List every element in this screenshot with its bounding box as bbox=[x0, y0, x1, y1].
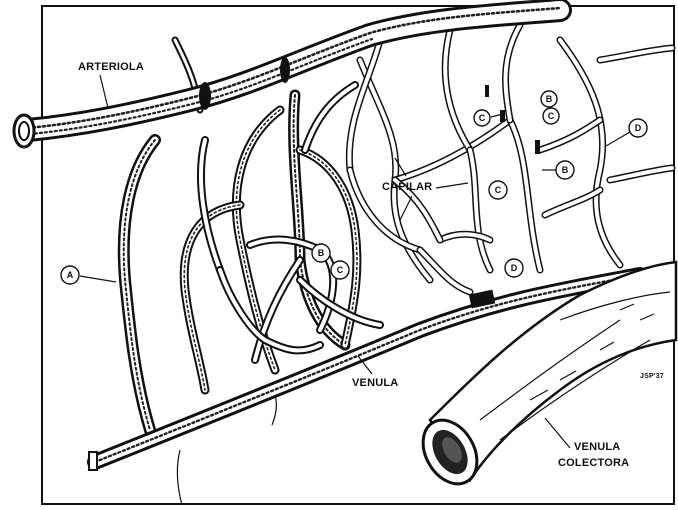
label-venula-colectora-line1: VENULA bbox=[574, 441, 620, 453]
arteriole-vessel bbox=[14, 8, 560, 147]
marker-c-top-left: C bbox=[474, 110, 503, 126]
marker-c-left: C bbox=[331, 261, 349, 279]
marker-b-middle: B bbox=[542, 161, 574, 179]
svg-text:B: B bbox=[318, 248, 325, 258]
loop-vessel-a bbox=[124, 140, 155, 430]
svg-text:B: B bbox=[562, 165, 569, 175]
marker-b-left: B bbox=[312, 244, 330, 262]
svg-text:C: C bbox=[337, 265, 344, 275]
label-arteriola: ARTERIOLA bbox=[78, 61, 144, 73]
svg-text:B: B bbox=[546, 94, 553, 104]
artist-signature: JSP'37 bbox=[640, 373, 664, 380]
svg-text:D: D bbox=[511, 263, 518, 273]
svg-text:C: C bbox=[479, 113, 486, 123]
label-venula-colectora-line2: COLECTORA bbox=[558, 457, 629, 469]
marker-d-bottom: D bbox=[505, 259, 523, 277]
marker-c-middle: C bbox=[489, 181, 507, 199]
label-venula: VENULA bbox=[352, 377, 398, 389]
marker-d-top: D bbox=[606, 119, 647, 146]
marker-a: A bbox=[61, 266, 116, 284]
svg-text:A: A bbox=[67, 270, 74, 280]
marker-b-top: B bbox=[541, 91, 557, 107]
marker-c-top-right: C bbox=[543, 108, 559, 124]
svg-text:D: D bbox=[635, 123, 642, 133]
capillary-bed bbox=[349, 25, 672, 292]
label-capilar: CAPILAR bbox=[382, 181, 432, 193]
svg-text:C: C bbox=[495, 185, 502, 195]
svg-text:C: C bbox=[548, 111, 555, 121]
